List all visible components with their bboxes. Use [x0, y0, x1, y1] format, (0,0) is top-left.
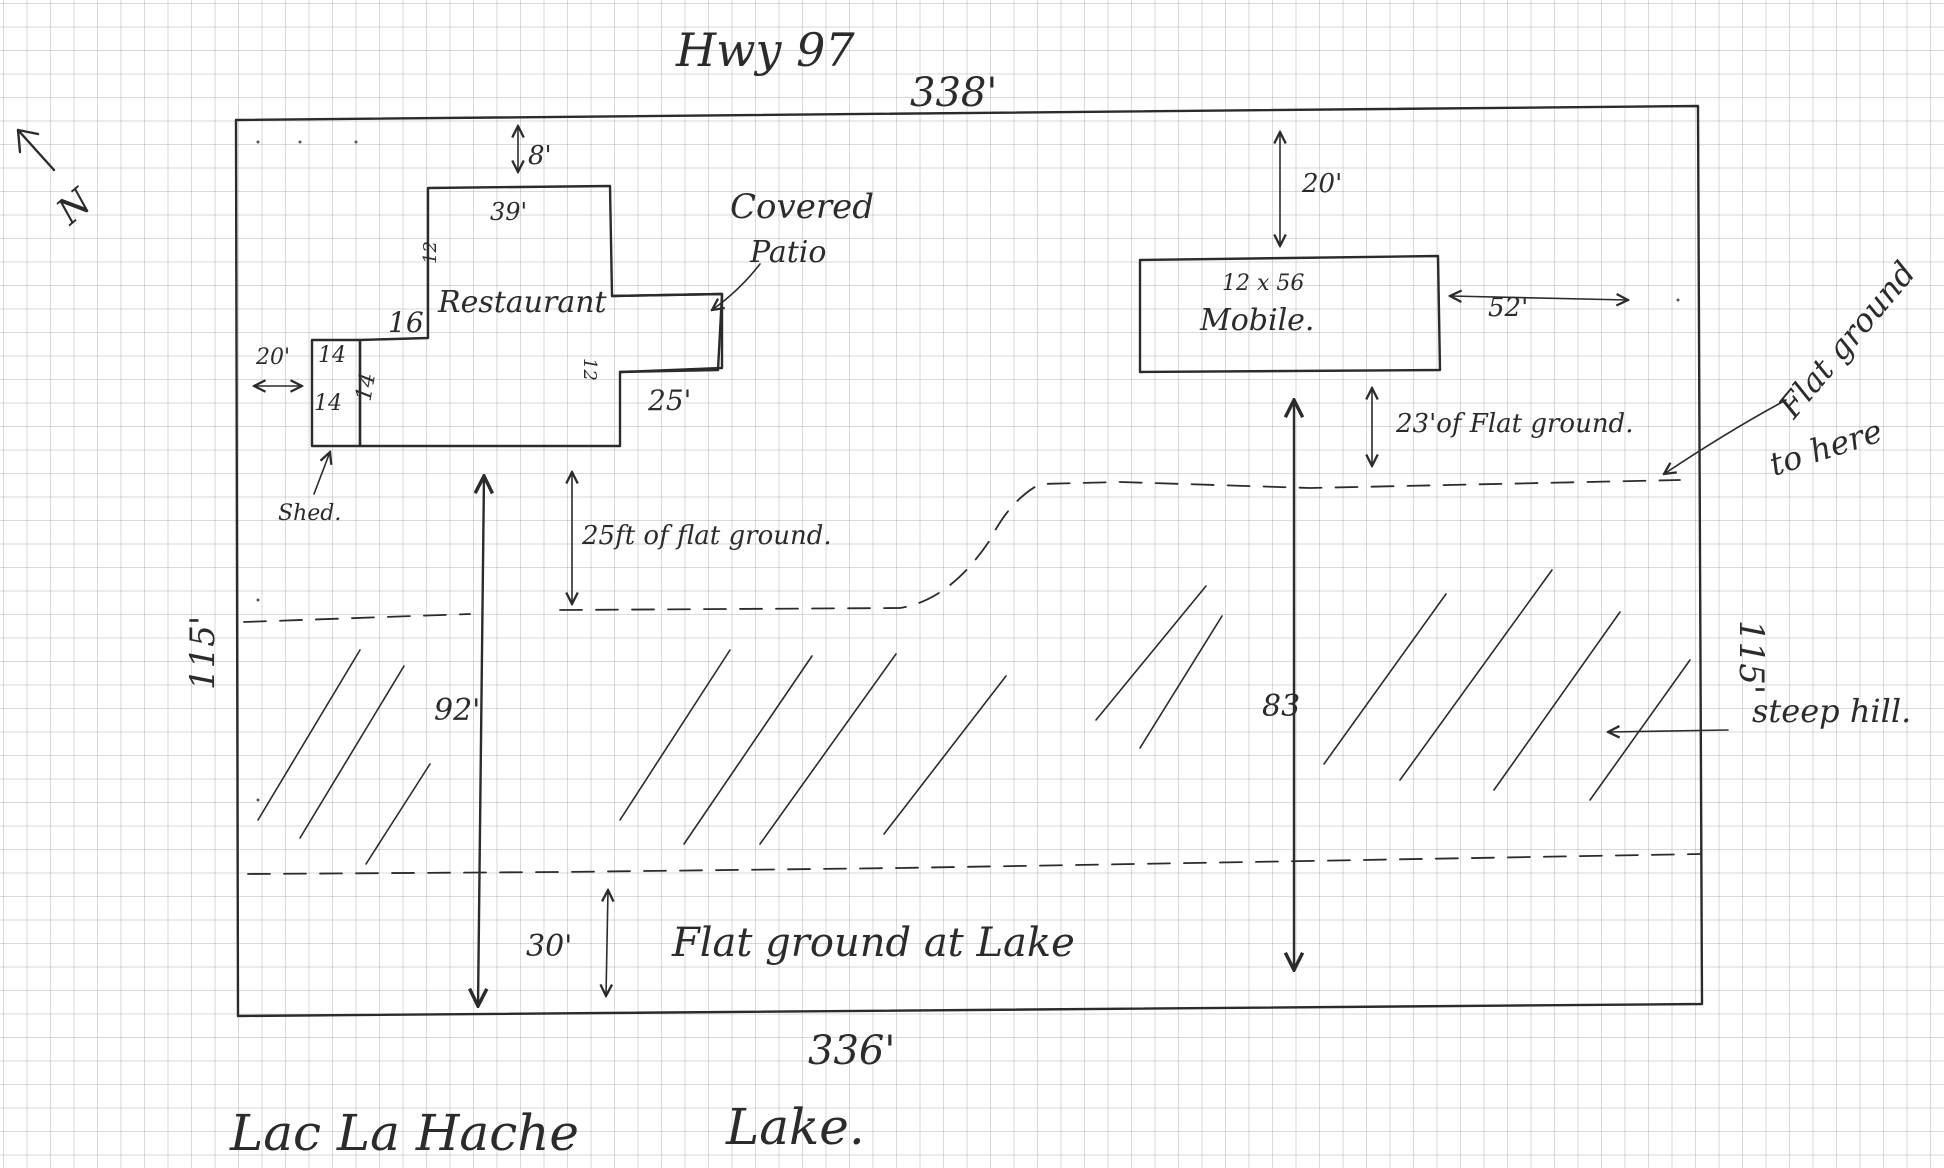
restaurant-small-left: 12 [420, 241, 441, 264]
patio-label-line1: Covered [730, 187, 874, 227]
shed-label: Shed. [278, 501, 341, 526]
restaurant-setback-label: 8' [528, 141, 552, 171]
left-depth-label-92: 92' [434, 693, 480, 728]
steep-hill-label: steep hill. [1752, 692, 1911, 730]
restaurant-small-right: 12 [579, 358, 600, 381]
restaurant-side-label: 16 [388, 306, 424, 339]
steep-hill-pointer [1608, 730, 1729, 732]
left-depth-label: 115' [183, 616, 223, 690]
lake-name-right: Lake. [725, 1098, 865, 1156]
lake-flat-arrow [606, 890, 608, 996]
lake-flat-ground-boundary [247, 853, 1701, 875]
left-depth-arrow [478, 476, 484, 1006]
shed-pointer [313, 452, 330, 495]
shed-right-side-label: 14 [352, 371, 381, 403]
north-arrow-icon [16, 128, 56, 172]
mobile-home-outline [1138, 254, 1442, 374]
shed-outline [310, 338, 362, 448]
mobile-size-label: 12 x 56 [1222, 271, 1304, 296]
restaurant-width-label: 39' [490, 198, 527, 226]
lake-flat-depth-label: 30' [526, 929, 572, 964]
right-depth-label-83: 83 [1262, 689, 1300, 724]
restaurant-label: Restaurant [437, 285, 608, 320]
mobile-flat-ground-label: 23'of Flat ground. [1395, 409, 1633, 439]
top-frontage-label: 338' [910, 70, 997, 116]
flat-ground-pointer [1664, 399, 1787, 474]
patio-pointer [712, 263, 761, 310]
property-boundary [234, 104, 1704, 1018]
covered-patio-outline [610, 292, 724, 374]
mobile-right-arrow [1450, 296, 1628, 300]
patio-width-label: 25' [647, 384, 691, 417]
mobile-right-setback-label: 52' [1488, 293, 1528, 323]
north-label: N [49, 180, 101, 233]
shed-top-label: 14 [318, 343, 346, 368]
boundary-dots [256, 140, 1680, 802]
patio-label-line2: Patio [749, 235, 826, 270]
bottom-frontage-label: 336' [808, 1028, 895, 1074]
mobile-top-setback-label: 20' [1301, 169, 1342, 199]
steep-hill-hatching [257, 569, 1691, 865]
shed-side-label: 14 [314, 391, 342, 416]
flat-ground-note-line1: Flat ground [1770, 254, 1923, 426]
road-label: Hwy 97 [675, 23, 855, 77]
flat-ground-note-line2: to here [1765, 412, 1887, 484]
mobile-label: Mobile. [1199, 303, 1314, 338]
shed-offset-label: 20' [255, 345, 290, 370]
left-flat-ground-label: 25ft of flat ground. [581, 521, 832, 551]
lake-flat-ground-label: Flat ground at Lake [671, 920, 1075, 966]
upper-flat-ground-boundary [243, 479, 1681, 623]
right-depth-label: 115' [1731, 620, 1771, 694]
lake-name-left: Lac La Hache [229, 1104, 579, 1162]
